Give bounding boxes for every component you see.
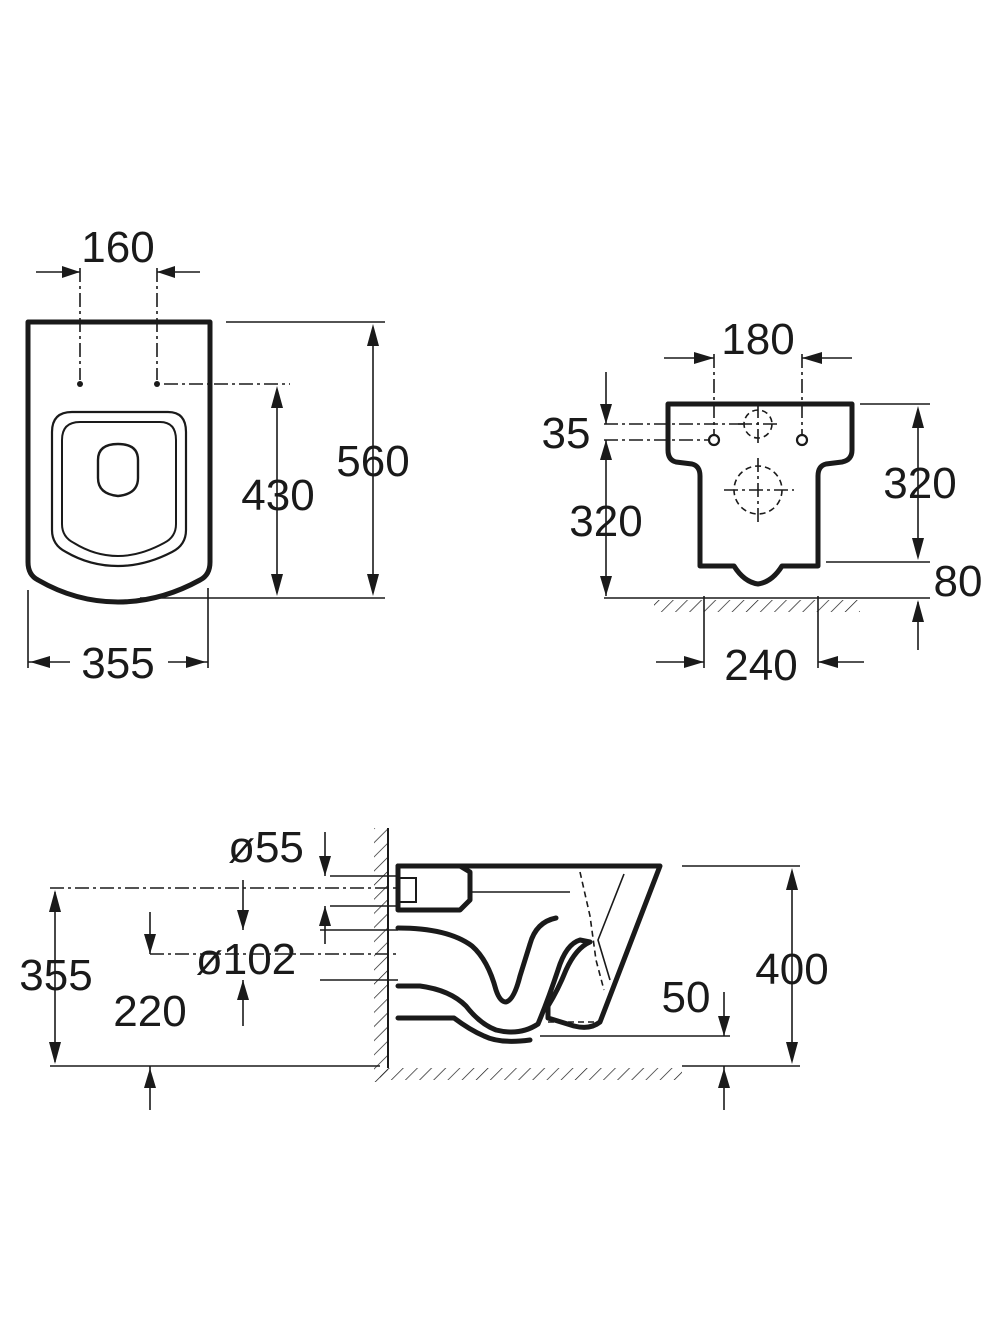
top-view-seat-outer [50, 410, 188, 568]
top-view-fixing-hole-right [154, 381, 160, 387]
front-view-dim-180: 180 [721, 315, 794, 364]
arrow-icon [271, 386, 283, 408]
arrow-icon [186, 656, 206, 668]
arrow-icon [49, 890, 61, 912]
side-view-floor-hatch [380, 1068, 682, 1080]
front-view-body-outline [665, 401, 855, 587]
top-view-dim-560: 560 [336, 437, 409, 486]
arrow-icon [786, 1042, 798, 1064]
front-view-floor-hatch [654, 600, 860, 612]
side-view-rim-dashed-2 [597, 873, 625, 981]
top-view-dim-430: 430 [241, 471, 314, 520]
side-view-dim-355: 355 [19, 951, 92, 1000]
front-view-dim-320-left: 320 [569, 497, 642, 546]
side-view-inlet-detail [400, 877, 417, 903]
side-view-dim-50: 50 [662, 973, 711, 1022]
arrow-icon [144, 934, 156, 954]
arrow-icon [144, 1068, 156, 1088]
top-view-bowl-hole [96, 442, 140, 498]
arrow-icon [49, 1042, 61, 1064]
arrow-icon [718, 1068, 730, 1088]
arrow-icon [367, 324, 379, 346]
front-view-dim-80: 80 [934, 557, 983, 606]
arrow-icon [694, 352, 714, 364]
arrow-icon [367, 574, 379, 596]
side-view-dim-o102: ø102 [196, 935, 296, 984]
side-view-dim-400: 400 [755, 945, 828, 994]
front-view-dim-320-right: 320 [883, 459, 956, 508]
side-view-dim-o55: ø55 [228, 823, 304, 872]
front-view-dim-35: 35 [542, 409, 591, 458]
arrow-icon [818, 656, 838, 668]
arrow-icon [600, 440, 612, 460]
arrow-icon [319, 856, 331, 876]
top-view-seat-inner [61, 421, 177, 558]
arrow-icon [912, 406, 924, 428]
side-view-wall-hatch [374, 828, 388, 1082]
arrow-icon [600, 576, 612, 596]
top-view-dim-355: 355 [81, 639, 154, 688]
side-view: ø55 ø102 355 220 400 50 [19, 823, 829, 1110]
arrow-icon [718, 1016, 730, 1036]
front-view-fixing-hole-right [795, 433, 809, 447]
side-view-inlet-connector [395, 863, 473, 913]
side-view-rim-dashed [579, 871, 605, 991]
arrow-icon [62, 266, 80, 278]
side-view-bowl-outline [395, 863, 663, 1035]
top-view-dim-160: 160 [81, 223, 154, 272]
arrow-icon [600, 404, 612, 424]
arrow-icon [912, 600, 924, 622]
arrow-icon [157, 266, 175, 278]
arrow-icon [912, 538, 924, 560]
top-view-fixing-hole-left [77, 381, 83, 387]
top-view-bowl-outline [25, 319, 213, 605]
arrow-icon [30, 656, 50, 668]
arrow-icon [237, 910, 249, 930]
arrow-icon [802, 352, 822, 364]
arrow-icon [684, 656, 704, 668]
side-view-trap-inner [395, 915, 559, 1005]
side-view-dim-220: 220 [113, 987, 186, 1036]
top-view: 160 430 560 355 [25, 223, 410, 688]
side-view-foot [395, 1015, 533, 1044]
front-view-fixing-hole-left [707, 433, 721, 447]
front-view: 180 35 320 320 80 240 [542, 315, 983, 690]
arrow-icon [237, 980, 249, 1000]
arrow-icon [271, 574, 283, 596]
arrow-icon [319, 906, 331, 926]
front-view-dim-240: 240 [724, 641, 797, 690]
arrow-icon [786, 868, 798, 890]
